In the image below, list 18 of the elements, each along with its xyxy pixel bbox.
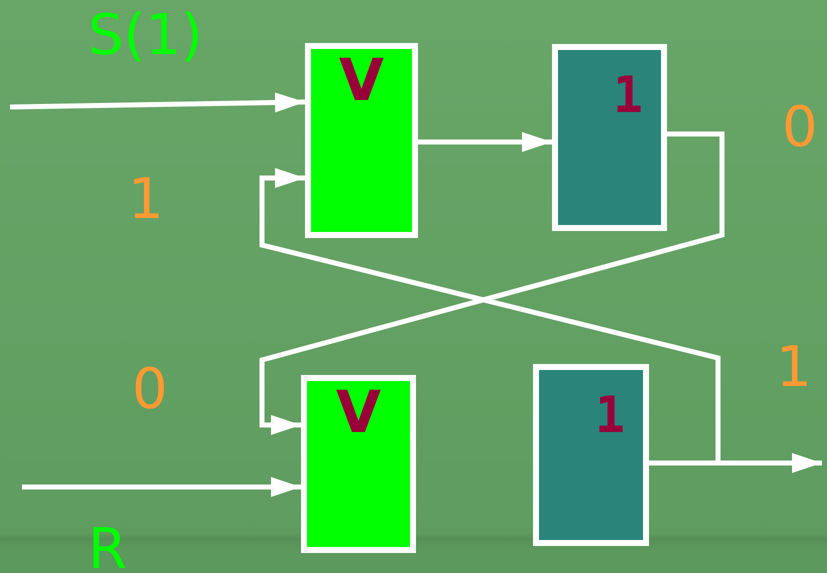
- signal-name: R: [88, 522, 127, 573]
- arrow: [418, 132, 552, 152]
- gate-symbol: 1: [612, 70, 643, 120]
- gate-symbol: V: [339, 51, 384, 109]
- not-gate: [533, 364, 649, 546]
- logic-value: 0: [782, 100, 818, 156]
- arrow: [260, 132, 724, 435]
- signal-name: S(1): [88, 8, 203, 64]
- gate-symbol: 1: [594, 390, 625, 440]
- arrow: [22, 477, 301, 497]
- or-gate: [301, 375, 416, 553]
- logic-value: 0: [132, 362, 168, 418]
- gate-symbol: V: [336, 383, 381, 441]
- arrow: [10, 92, 306, 112]
- logic-value: 1: [776, 340, 812, 396]
- logic-value: 1: [128, 172, 164, 228]
- or-gate: [305, 43, 418, 238]
- not-gate: [552, 44, 667, 231]
